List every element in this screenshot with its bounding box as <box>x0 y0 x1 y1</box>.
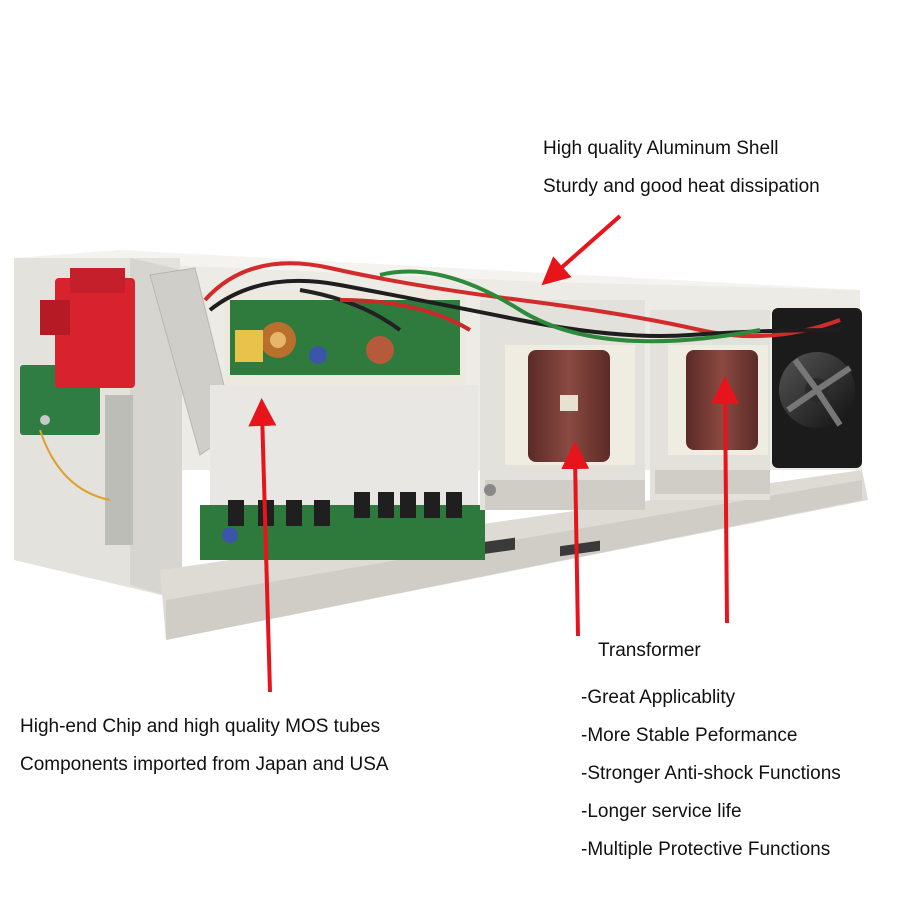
ac-terminal-block <box>40 268 135 388</box>
chip-line-2: Components imported from Japan and USA <box>20 754 389 775</box>
feature-item: -Multiple Protective Functions <box>581 839 831 860</box>
wiring-harness <box>203 261 841 344</box>
annotation-arrows <box>248 214 740 693</box>
arrow-transformer-left <box>561 441 590 637</box>
chip-line-1: High-end Chip and high quality MOS tubes <box>20 716 381 737</box>
transformer-title: Transformer <box>598 640 701 661</box>
feature-item: -Longer service life <box>581 801 742 822</box>
shell-line-1: High quality Aluminum Shell <box>543 138 779 159</box>
shell-line-2: Sturdy and good heat dissipation <box>543 176 820 197</box>
mos-power-board <box>200 290 485 560</box>
arrow-chip <box>248 398 277 693</box>
transformer-left <box>480 300 645 510</box>
rail-slot <box>560 540 600 557</box>
mos-transistors <box>228 492 462 526</box>
feature-item: -More Stable Peformance <box>581 725 798 746</box>
arrow-shell <box>541 214 622 286</box>
feature-item: -Great Applicablity <box>581 687 736 708</box>
feature-item: -Stronger Anti-shock Functions <box>581 763 841 784</box>
power-inductors <box>222 322 394 543</box>
cooling-fan <box>772 308 862 468</box>
arrow-transformer-right <box>711 376 740 624</box>
chip-annotation: High-end Chip and high quality MOS tubes… <box>20 708 389 784</box>
transformer-feature-list: -Great Applicablity -More Stable Peforma… <box>581 679 841 869</box>
shell-annotation: High quality Aluminum Shell Sturdy and g… <box>543 130 820 206</box>
